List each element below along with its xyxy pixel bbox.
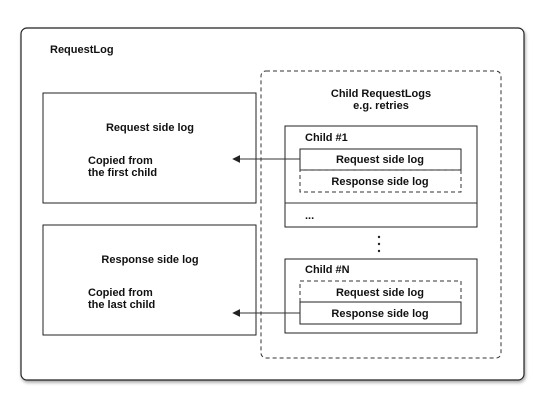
child-first-response-label: Response side log: [331, 176, 428, 188]
requestlog-title: RequestLog: [50, 44, 114, 56]
child-first-request-label: Request side log: [336, 154, 424, 166]
request-copied-note-line1: Copied from: [88, 155, 153, 167]
request-side-log-box: [42, 92, 257, 204]
child-first-response-log: [299, 169, 462, 193]
child-requestlogs-group: [260, 70, 502, 359]
child-last-title: Child #N: [305, 264, 350, 276]
child-more-ellipsis: ...: [305, 210, 314, 222]
child-first-box: [284, 125, 478, 228]
vertical-ellipsis-dot-2: [377, 242, 381, 246]
child-last-response-label: Response side log: [331, 308, 428, 320]
response-side-log-title: Response side log: [101, 254, 198, 266]
response-copied-note-line1: Copied from: [88, 287, 153, 299]
vertical-ellipsis-dot-3: [377, 249, 381, 253]
child-group-title-line1: Child RequestLogs: [331, 88, 431, 100]
child-group-title-line2: e.g. retries: [353, 100, 409, 112]
child-last-request-label: Request side log: [336, 287, 424, 299]
request-side-log-title: Request side log: [106, 122, 194, 134]
request-copied-note-line2: the first child: [88, 167, 157, 179]
response-copied-note-line2: the last child: [88, 299, 155, 311]
vertical-ellipsis-dot-1: [377, 235, 381, 239]
child-first-title: Child #1: [305, 132, 348, 144]
response-side-log-box: [42, 224, 257, 336]
